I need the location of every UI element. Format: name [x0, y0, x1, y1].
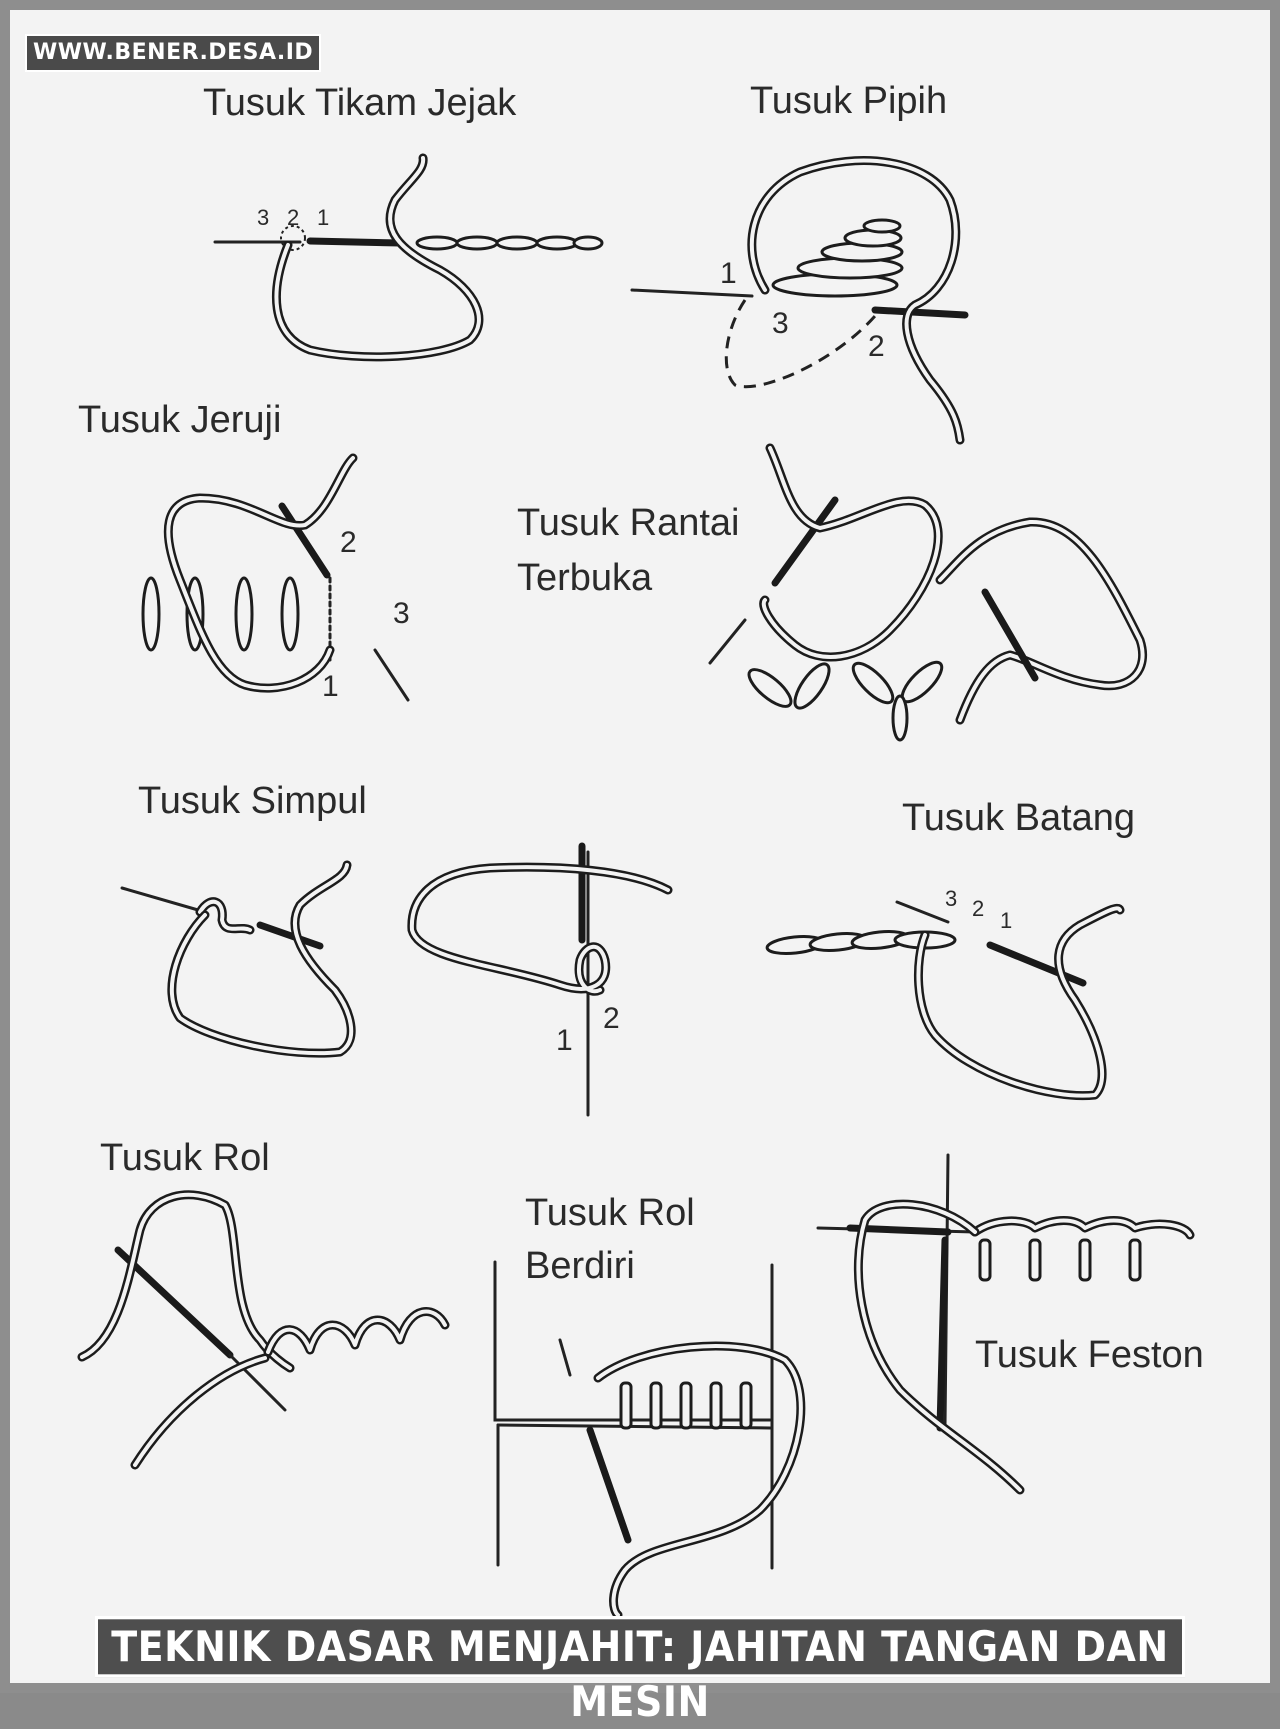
needle [306, 237, 404, 247]
watermark-url: WWW.BENER.DESA.ID [25, 34, 322, 72]
label-simpul: Tusuk Simpul [138, 780, 367, 822]
label-rol: Tusuk Rol [100, 1137, 270, 1179]
thread-loop-a [759, 443, 943, 662]
thread-loop [271, 153, 484, 362]
blanket-stitches [978, 1238, 1142, 1282]
stitch-feston: Tusuk Feston [816, 1153, 1204, 1495]
needle [114, 1246, 234, 1359]
thread-loop [914, 903, 1125, 1101]
stitch-rol-berdiri: Tusuk Rol Berdiri [493, 1192, 806, 1620]
label-feston: Tusuk Feston [975, 1334, 1204, 1376]
thread-loop [593, 1341, 806, 1620]
thread-loop [163, 453, 358, 693]
step-number-2: 2 [340, 526, 357, 559]
stitch-batang: Tusuk Batang 3 2 1 [765, 797, 1135, 1101]
stitch-pipih: Tusuk Pipih 1 3 2 [630, 80, 969, 445]
label-rol-berdiri-line-1: Tusuk Rol [525, 1192, 695, 1234]
needle-vertical [936, 1236, 949, 1432]
knot-wrap [195, 897, 255, 935]
stitch-rantai-terbuka: Tusuk Rantai Terbuka [517, 443, 1148, 742]
blanket-top [970, 1216, 1195, 1240]
step-number-2: 2 [287, 205, 299, 230]
backstitch-row [415, 235, 604, 251]
step-number-2: 2 [603, 1002, 620, 1035]
step-number-3: 3 [393, 597, 410, 630]
satin-fill [771, 218, 904, 298]
needle-a [708, 618, 747, 665]
step-number-3: 3 [257, 205, 269, 230]
label-rantai-line-2: Terbuka [517, 557, 653, 599]
straight-stitch-row [141, 576, 300, 652]
needle-2 [871, 306, 969, 319]
needle [278, 502, 331, 579]
needle [586, 1426, 632, 1544]
step-number-2: 2 [972, 896, 984, 921]
dashed-path [724, 299, 882, 389]
step-number-3: 3 [772, 307, 789, 340]
stitch-guide [895, 900, 950, 924]
label-rol-berdiri-line-2: Berdiri [525, 1245, 635, 1287]
stitch-rol: Tusuk Rol [77, 1137, 450, 1470]
roll-coils [263, 1307, 450, 1357]
needle [986, 941, 1087, 987]
step-number-1: 1 [1000, 908, 1012, 933]
label-jeruji: Tusuk Jeruji [78, 399, 281, 441]
fabric-fold-bottom [496, 1423, 772, 1430]
fabric-edge [130, 1353, 270, 1470]
stitch-simpul: Tusuk Simpul 1 2 [120, 780, 673, 1117]
stitch-jeruji: Tusuk Jeruji 2 3 1 [78, 399, 410, 703]
upright-stitches [619, 1381, 753, 1430]
fabric-fold-top [493, 1260, 772, 1422]
step-number-1: 1 [556, 1024, 573, 1057]
thread-loop-b [935, 517, 1148, 725]
diagram-frame [0, 0, 1280, 1693]
step-number-1: 1 [317, 205, 329, 230]
label-pipih: Tusuk Pipih [750, 80, 947, 122]
needle-3 [373, 648, 410, 702]
label-tikam-jejak: Tusuk Tikam Jejak [203, 82, 517, 124]
label-rantai-line-1: Tusuk Rantai [517, 502, 739, 544]
stitch-hole-marker [280, 225, 306, 251]
stitch-tikam-jejak: Tusuk Tikam Jejak 3 2 1 [203, 82, 604, 362]
step-number-3: 3 [945, 886, 957, 911]
step-number-1: 1 [322, 670, 339, 703]
thread-loop-b [407, 862, 673, 996]
needle-b [771, 496, 839, 587]
petal-stitches [747, 660, 944, 742]
caption-banner: TEKNIK DASAR MENJAHIT: JAHITAN TANGAN DA… [95, 1616, 1185, 1726]
needle-line [120, 886, 207, 914]
thread-loop [853, 1199, 1025, 1495]
needle [256, 921, 324, 950]
needle-1 [630, 288, 754, 298]
step-number-2: 2 [868, 330, 885, 363]
thread-loop-a [167, 860, 356, 1058]
thread-loop [77, 1190, 295, 1373]
needle-c [981, 588, 1039, 682]
thread-loop [747, 156, 965, 445]
label-batang: Tusuk Batang [902, 797, 1135, 839]
step-number-1: 1 [720, 257, 737, 290]
stitch-diagram: Tusuk Tikam Jejak 3 2 1 Tusuk Pipih 1 3 … [77, 80, 1204, 1620]
needle-mark [558, 1338, 572, 1377]
